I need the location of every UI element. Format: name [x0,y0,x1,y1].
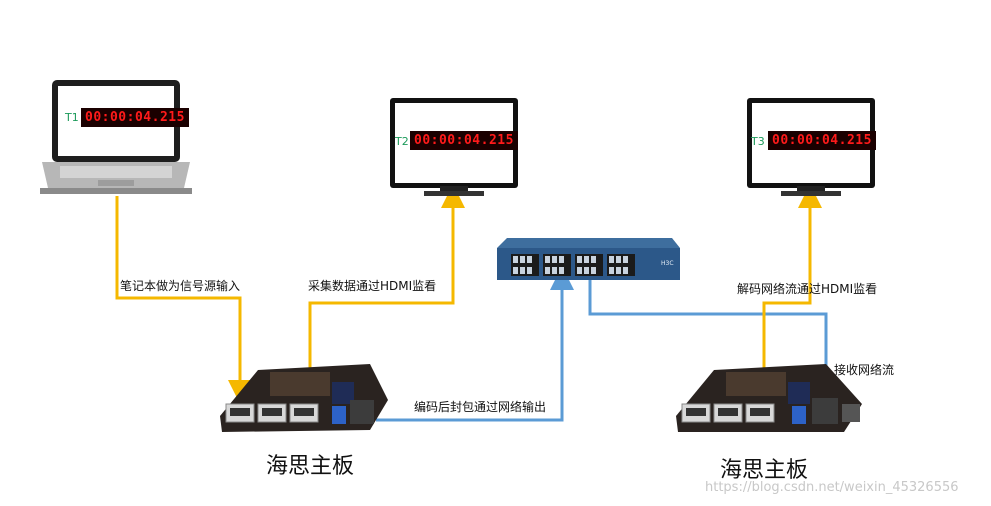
network-line-switch-to-board [588,278,838,420]
edge-label-board-to-right-monitor: 解码网络流通过HDMI监看 [737,282,878,296]
laptop-timestamp: 00:00:04.215 [81,108,189,127]
laptop [40,80,192,198]
hdmi-line-board-to-right-monitor [762,184,822,412]
board-right-title: 海思主板 [720,458,809,483]
switch-brand: H3C [661,260,674,267]
network-switch: H3C [497,238,680,282]
monitor-right-tag: T3 [751,135,765,148]
board-icon [220,364,388,432]
monitor-center-timestamp: 00:00:04.215 [410,131,518,150]
board-icon [676,364,862,432]
board-right [676,360,864,434]
board-left-title: 海思主板 [266,454,355,479]
hdmi-line-laptop-to-board [115,196,252,404]
laptop-icon [40,80,192,194]
switch-icon [497,238,680,280]
edge-label-laptop-to-board: 笔记本做为信号源输入 [120,279,241,293]
edge-label-board-to-switch: 编码后封包通过网络输出 [414,400,547,414]
network-line-board-to-switch [376,266,574,422]
hdmi-line-board-to-monitor [308,184,465,412]
board-left [220,360,390,434]
watermark: https://blog.csdn.net/weixin_45326556 [705,480,959,495]
laptop-tag: T1 [65,111,79,124]
monitor-center-tag: T2 [395,135,409,148]
monitor-right-timestamp: 00:00:04.215 [768,131,876,150]
edge-label-switch-to-board: 接收网络流 [834,363,895,377]
edge-label-board-to-monitor: 采集数据通过HDMI监看 [308,279,437,293]
